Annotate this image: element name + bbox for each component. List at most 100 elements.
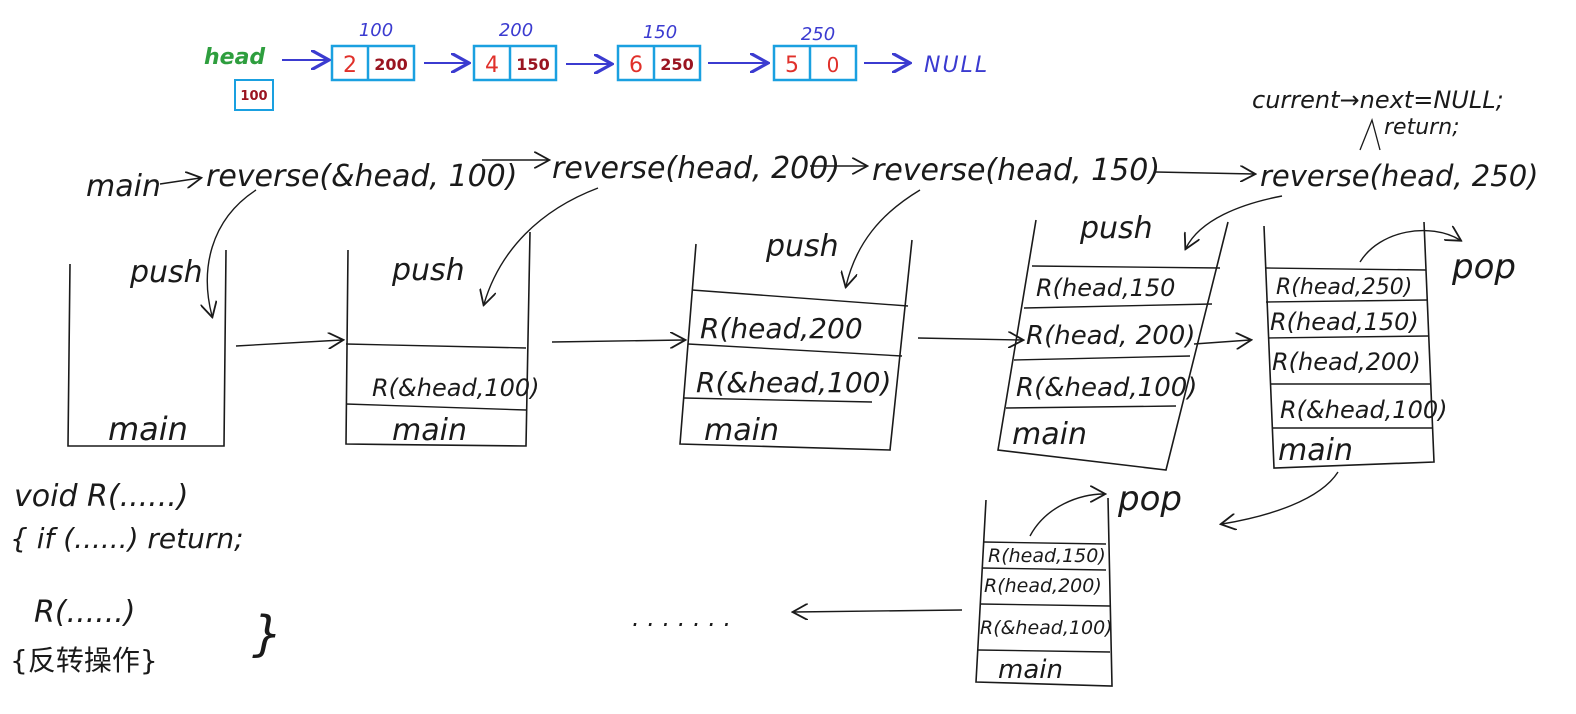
pop-arrow — [1359, 231, 1460, 263]
stack-frame: R(head,150) — [988, 545, 1106, 567]
transition-arrow — [794, 610, 963, 612]
stack-frame: main — [108, 410, 188, 448]
transition-arrow — [1193, 340, 1250, 344]
stack-frame: R(head,150 — [1036, 274, 1175, 302]
frame-line — [983, 541, 1107, 545]
push-arrow — [1186, 195, 1283, 248]
frame-line — [1267, 335, 1429, 339]
transition-arrow — [917, 338, 1022, 340]
stack-frame: R(&head,100) — [1280, 396, 1447, 424]
call-main: main — [86, 169, 161, 204]
pop-label: pop — [1451, 247, 1516, 287]
code-line: } — [252, 606, 283, 662]
node-box — [616, 44, 702, 82]
frame-line — [1265, 299, 1429, 303]
linked-list: head 100 100 2 200 200 4 150 150 6 250 2… — [204, 20, 989, 111]
stack-3: push R(head,200 R(&head,100) main — [679, 189, 1022, 451]
node-data: 5 — [785, 53, 799, 78]
stack-6: R(head,150) R(head,200) R(&head,100) mai… — [632, 479, 1182, 687]
stack-frame: main — [392, 413, 467, 448]
stack-1: push main — [67, 189, 342, 448]
call-chain: main reverse(&head, 100) reverse(head, 2… — [86, 86, 1538, 204]
node-next: 250 — [660, 55, 693, 74]
code-line: {反转操作} — [10, 644, 158, 677]
stack-outline — [975, 497, 1113, 687]
stack-2: push R(&head,100) main — [345, 187, 684, 448]
node-data: 6 — [629, 53, 643, 78]
stack-frame: R(head,200) — [984, 575, 1102, 597]
push-arrow — [207, 189, 257, 316]
stack-outline — [997, 219, 1229, 471]
call-reverse: reverse(head, 150) — [872, 153, 1160, 188]
stack-frame: R(&head,100) — [1016, 373, 1197, 403]
frame-line — [1005, 405, 1177, 409]
base-case-arrow — [1359, 117, 1381, 151]
push-label: push — [129, 255, 203, 290]
frame-line — [683, 397, 873, 403]
push-label: push — [765, 229, 839, 264]
stack-outline — [67, 249, 227, 447]
frame-line — [1265, 267, 1427, 271]
call-reverse: reverse(head, 250) — [1260, 159, 1538, 193]
push-arrow — [484, 187, 599, 304]
node-next: 0 — [827, 53, 840, 77]
pseudo-code: void R(......) { if (......) return; R(.… — [10, 479, 283, 677]
frame-line — [1023, 303, 1213, 309]
stack-frame: R(head,200 — [700, 312, 863, 345]
call-reverse: reverse(&head, 100) — [206, 159, 517, 194]
frame-line — [1031, 265, 1221, 269]
frame-line — [691, 289, 909, 307]
node-box — [772, 44, 858, 82]
node-box — [330, 44, 416, 82]
pop-arrow — [1029, 494, 1104, 537]
code-line: void R(......) — [14, 479, 189, 514]
code-line: { if (......) return; — [10, 522, 244, 555]
base-case-line-1: current→next=NULL; — [1252, 86, 1504, 114]
frame-line — [977, 649, 1111, 653]
stack-frame: R(head,250) — [1276, 275, 1412, 300]
node-address: 250 — [801, 24, 835, 45]
head-pointer-value: 100 — [240, 89, 267, 104]
node-data: 4 — [485, 53, 499, 78]
node-address: 200 — [499, 20, 533, 41]
ellipsis: . . . . . . . — [632, 604, 731, 632]
stack-frame: main — [704, 413, 779, 448]
pop-label: pop — [1117, 479, 1182, 519]
stack-5: R(head,250) R(head,150) R(head,200) R(&h… — [1222, 221, 1516, 524]
transition-arrow — [551, 340, 684, 342]
base-case-line-2: return; — [1384, 115, 1460, 140]
call-arrow — [1155, 172, 1254, 174]
stack-outline — [1263, 221, 1435, 469]
frame-line — [1013, 355, 1191, 361]
transition-arrow — [235, 340, 342, 346]
frame-line — [687, 343, 903, 357]
node-next: 150 — [516, 55, 549, 74]
stack-frame: R(&head,100) — [980, 617, 1113, 639]
null-label: NULL — [924, 53, 989, 78]
stack-frame: R(head, 200) — [1026, 321, 1195, 351]
frame-line — [981, 567, 1107, 571]
stack-frame: R(head,200) — [1272, 348, 1421, 376]
stack-outline — [345, 231, 531, 447]
node-data: 2 — [343, 53, 357, 78]
stack-frame: main — [998, 655, 1063, 685]
node-box — [472, 44, 558, 82]
call-reverse: reverse(head, 200) — [552, 151, 840, 186]
frame-line — [979, 603, 1111, 607]
stack-frame: R(head,150) — [1270, 308, 1419, 336]
head-label: head — [204, 45, 265, 70]
push-label: push — [391, 253, 465, 288]
code-line: R(......) — [34, 595, 135, 630]
node-next: 200 — [374, 55, 407, 74]
transition-arrow — [1222, 471, 1339, 524]
push-arrow — [846, 189, 921, 286]
stack-frame: R(&head,100) — [372, 374, 539, 402]
stack-frame: main — [1278, 433, 1353, 468]
stack-frame: R(&head,100) — [696, 366, 891, 399]
frame-line — [345, 403, 527, 411]
frame-line — [345, 343, 527, 349]
stack-4: push R(head,150 R(head, 200) R(&head,100… — [997, 195, 1283, 471]
push-label: push — [1079, 211, 1153, 246]
